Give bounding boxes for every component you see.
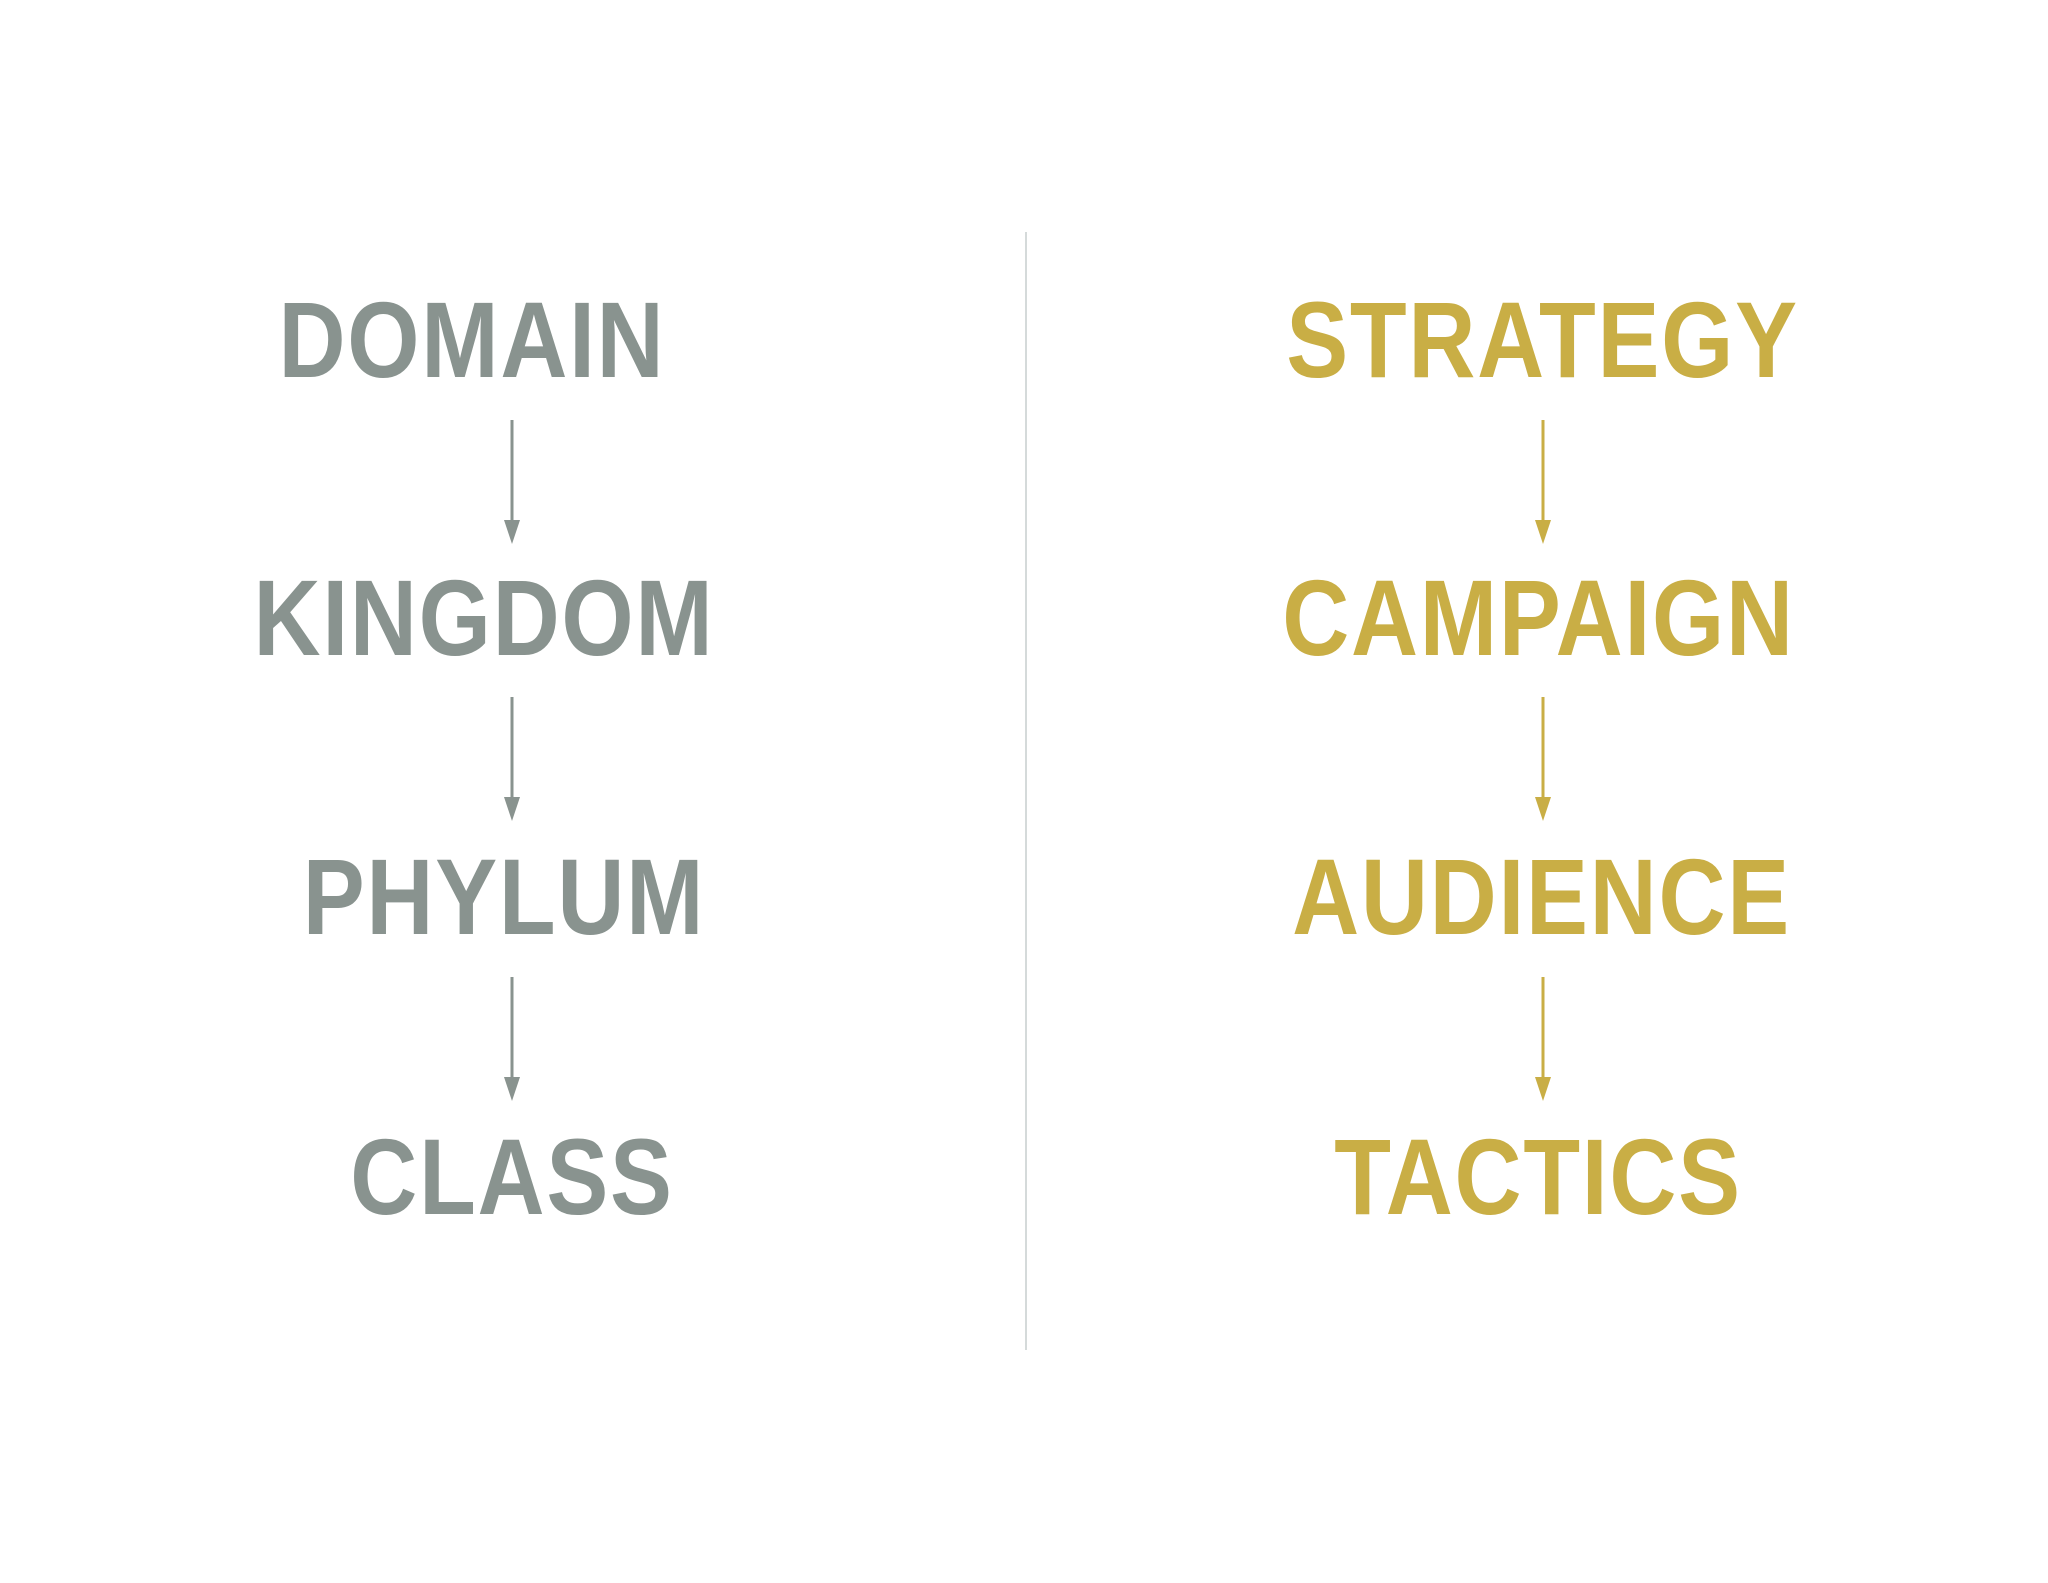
arrow-down-icon <box>504 977 520 1101</box>
level-campaign: CAMPAIGN <box>1282 557 1795 678</box>
level-tactics: TACTICS <box>1334 1116 1742 1237</box>
arrow-down-icon <box>1535 697 1551 821</box>
level-audience: AUDIENCE <box>1292 836 1791 957</box>
level-strategy: STRATEGY <box>1286 279 1799 400</box>
level-kingdom: KINGDOM <box>253 557 715 678</box>
level-phylum: PHYLUM <box>302 836 706 957</box>
arrow-down-icon <box>504 697 520 821</box>
level-class: CLASS <box>350 1116 674 1237</box>
arrow-down-icon <box>1535 977 1551 1101</box>
column-divider <box>1025 232 1027 1350</box>
arrow-down-icon <box>504 420 520 544</box>
arrow-down-icon <box>1535 420 1551 544</box>
level-domain: DOMAIN <box>278 279 666 400</box>
